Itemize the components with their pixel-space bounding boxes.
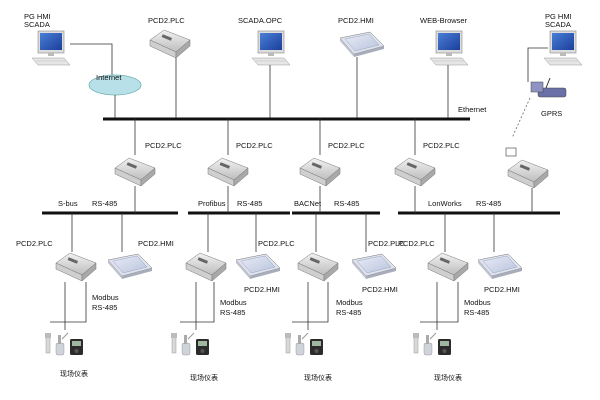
workstation-icon [543, 30, 583, 66]
field-instruments-icon [412, 332, 452, 356]
mid-plc-label-3: PCD2.PLC [328, 141, 365, 150]
hmi-panel-icon [339, 31, 385, 58]
g2-rs485-label: RS-485 [220, 308, 245, 317]
workstation-icon [31, 30, 71, 66]
plc-icon [185, 252, 227, 282]
g3-hmi-label: PCD2.HMI [362, 285, 398, 294]
g3-rs485-label: RS-485 [336, 308, 361, 317]
workstation-icon [429, 30, 469, 66]
g4-hmi-label: PCD2.HMI [484, 285, 520, 294]
hmi-panel-icon [351, 253, 397, 280]
pg-hmi-label-left: PG HMI [24, 12, 51, 21]
fieldbus-name-2: Profibus [198, 199, 226, 208]
plc-icon [427, 252, 469, 282]
g1-rs485-label: RS-485 [92, 303, 117, 312]
fieldbus-name-3: BACNet [294, 199, 322, 208]
g2-modbus-label: Modbus [220, 298, 247, 307]
plc-icon [297, 252, 339, 282]
g4-plc-label: PCD2.PLC [398, 239, 435, 248]
top-hmi-label: PCD2.HMI [338, 16, 374, 25]
gprs-wireless-link [511, 97, 531, 139]
pg-hmi-label-right: PG HMI [545, 12, 572, 21]
mid-plc-label-1: PCD2.PLC [145, 141, 182, 150]
mid-plc-label-4: PCD2.PLC [423, 141, 460, 150]
g2-top-label: PCD2.PLC [258, 239, 295, 248]
fieldbus-proto-2: RS-485 [237, 199, 262, 208]
field-instruments-icon [170, 332, 210, 356]
gprs-wire [527, 47, 548, 82]
gprs-modem-icon [530, 77, 567, 98]
plc-icon [299, 157, 341, 187]
g2-hmi-label: PCD2.HMI [244, 285, 280, 294]
g1-modbus-label: Modbus [92, 293, 119, 302]
hmi-panel-icon [235, 253, 281, 280]
g1-field-label: 现场仪表 [60, 369, 88, 378]
plc-icon [507, 159, 549, 189]
plc-icon [394, 157, 436, 187]
g4-field-label: 现场仪表 [434, 373, 462, 382]
fieldbus-name-4: LonWorks [428, 199, 462, 208]
web-browser-label: WEB-Browser [420, 16, 468, 25]
field-instruments-icon [284, 332, 324, 356]
gprs-label: GPRS [541, 109, 562, 118]
workstation-icon [251, 30, 291, 66]
g3-top-label: PCD2.PLC [368, 239, 405, 248]
scada-label-left: SCADA [24, 20, 50, 29]
ethernet-label: Ethernet [458, 105, 487, 114]
fieldbus-name-1: S-bus [58, 199, 78, 208]
g4-rs485-label: RS-485 [464, 308, 489, 317]
internet-label: Internet [96, 73, 122, 82]
plc-icon [207, 157, 249, 187]
hmi-panel-icon [107, 253, 153, 280]
g1-plc-label: PCD2.PLC [16, 239, 53, 248]
field-instruments-icon [44, 332, 84, 356]
plc-icon [55, 252, 97, 282]
fieldbus-proto-3: RS-485 [334, 199, 359, 208]
plc-icon [149, 29, 191, 59]
fieldbus-proto-4: RS-485 [476, 199, 501, 208]
g2-field-label: 现场仪表 [190, 373, 218, 382]
fieldbus-proto-1: RS-485 [92, 199, 117, 208]
plc-icon [114, 157, 156, 187]
hmi-panel-icon [477, 253, 523, 280]
g3-modbus-label: Modbus [336, 298, 363, 307]
g3-field-label: 现场仪表 [304, 373, 332, 382]
top-plc-label: PCD2.PLC [148, 16, 185, 25]
gprs-antenna-module-icon [505, 147, 517, 157]
scada-opc-label: SCADA.OPC [238, 16, 283, 25]
mid-plc-label-2: PCD2.PLC [236, 141, 273, 150]
scada-label-right: SCADA [545, 20, 571, 29]
g4-modbus-label: Modbus [464, 298, 491, 307]
g1-hmi-label: PCD2.HMI [138, 239, 174, 248]
internet-link-wire [70, 43, 113, 80]
